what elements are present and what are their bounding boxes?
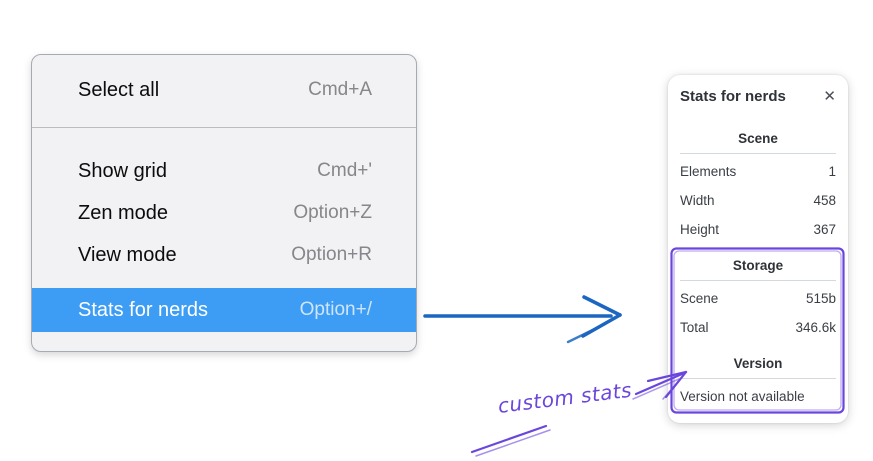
stat-row-width: Width 458 [680,186,836,215]
stat-row-scene-size: Scene 515b [680,284,836,313]
menu-item-shortcut: Cmd+A [308,79,372,100]
section-divider [680,280,836,281]
menu-item-shortcut: Option+/ [299,299,372,320]
section-divider [680,378,836,379]
stat-value: 458 [813,193,836,208]
section-heading-version: Version [733,356,783,371]
stat-label: Total [680,320,709,335]
scene-section: Scene Elements 1 Width 458 Height 367 [680,117,836,244]
stat-value: 346.6k [795,320,836,335]
menu-item-label: Stats for nerds [78,298,209,321]
stat-label: Height [680,222,720,237]
menu-item-zen-mode[interactable]: Zen mode Option+Z [32,192,416,234]
custom-stats-label: custom stats [496,377,634,418]
stats-panel-title: Stats for nerds [680,87,786,105]
storage-section: Storage Scene 515b Total 346.6k [680,244,836,342]
menu-item-shortcut: Option+Z [293,202,372,223]
stats-panel: Stats for nerds ✕ Scene Elements 1 Width… [668,75,848,423]
stat-label: Elements [680,164,737,179]
stat-row-elements: Elements 1 [680,157,836,186]
close-icon[interactable]: ✕ [823,88,836,105]
stat-row-total-size: Total 346.6k [680,313,836,342]
version-note: Version not available [680,389,805,404]
stats-panel-header: Stats for nerds ✕ [680,87,836,106]
menu-divider [32,127,416,128]
stat-row-height: Height 367 [680,215,836,244]
stat-label: Scene [680,291,719,306]
menu-item-label: Select all [78,78,160,101]
context-menu: Select all Cmd+A Show grid Cmd+' Zen mod… [31,54,417,352]
stat-value: 515b [805,291,836,306]
section-divider [680,153,836,154]
menu-item-view-mode[interactable]: View mode Option+R [32,234,416,276]
stat-value: 367 [813,222,836,237]
menu-item-label: Show grid [78,159,167,182]
menu-item-label: Zen mode [78,201,169,224]
menu-item-shortcut: Option+R [291,244,372,265]
menu-item-label: View mode [78,243,177,266]
menu-item-show-grid[interactable]: Show grid Cmd+' [32,150,416,192]
section-heading-scene: Scene [738,131,778,146]
stat-label: Width [680,193,715,208]
menu-item-stats-for-nerds[interactable]: Stats for nerds Option+/ [32,288,416,332]
stat-value: 1 [828,164,836,179]
flow-arrow [423,295,622,344]
menu-item-shortcut: Cmd+' [317,160,372,181]
version-section: Version Version not available [680,342,836,411]
menu-item-select-all[interactable]: Select all Cmd+A [32,69,416,111]
section-heading-storage: Storage [732,258,784,273]
